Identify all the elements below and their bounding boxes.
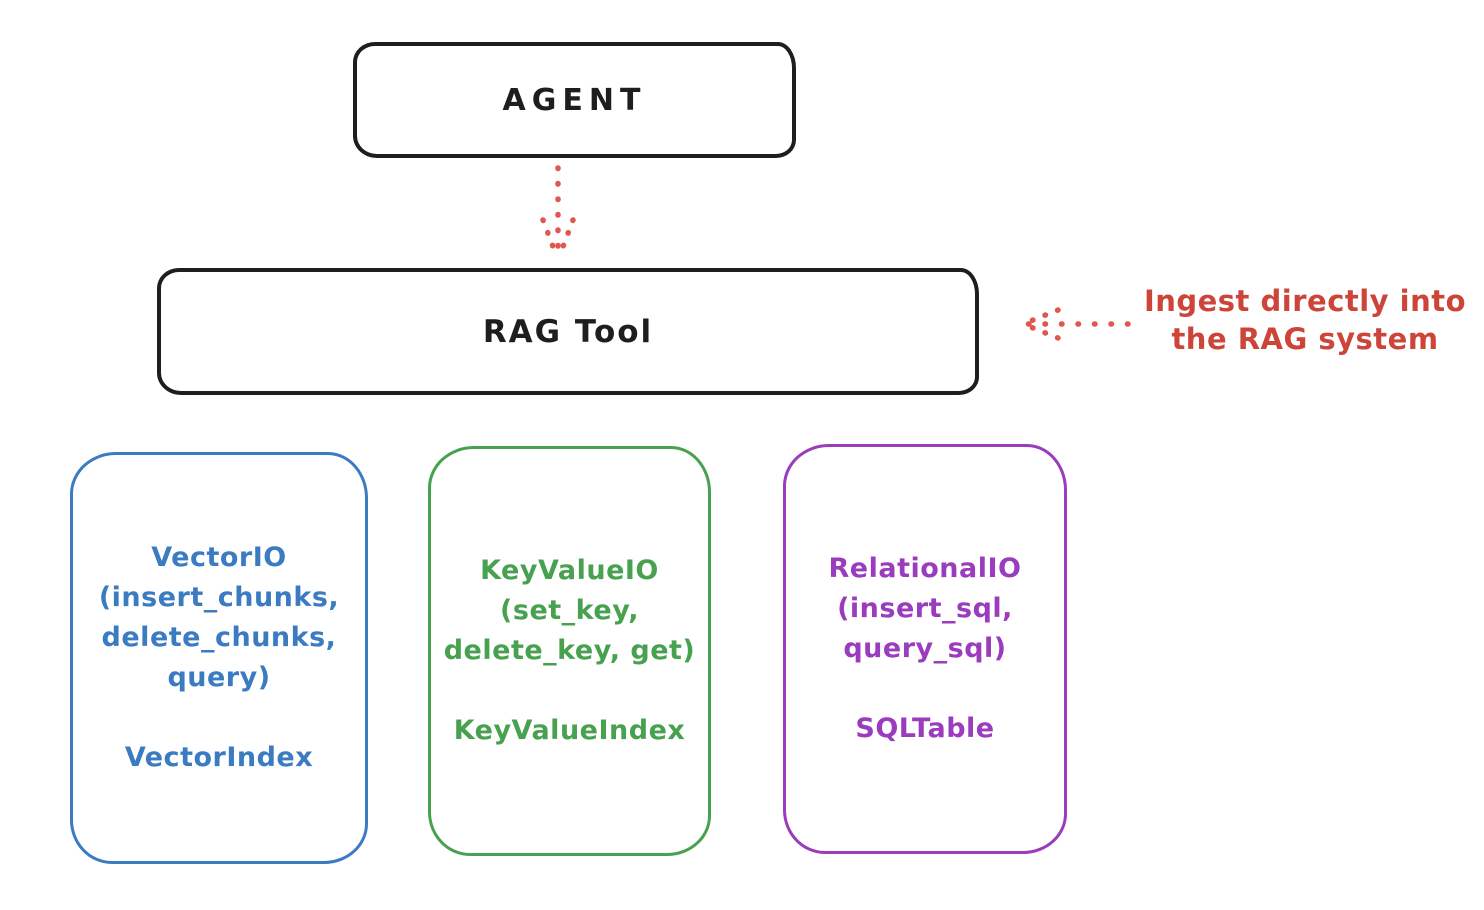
agent-label: AGENT bbox=[502, 82, 647, 118]
ingest-annotation-line1: Ingest directly into bbox=[1143, 284, 1467, 318]
vector-io-line: (insert_chunks, bbox=[98, 582, 340, 613]
ingest-annotation-line2: the RAG system bbox=[1171, 322, 1439, 356]
keyvalue-io-line: (set_key, bbox=[500, 595, 639, 626]
relational-io-box: RelationalIO (insert_sql, query_sql) SQL… bbox=[783, 444, 1067, 854]
agent-to-ragtool-arrow-icon bbox=[540, 165, 576, 259]
agent-box: AGENT bbox=[353, 42, 796, 158]
ingest-arrow-icon bbox=[1023, 307, 1131, 341]
relational-io-line: RelationalIO bbox=[828, 553, 1022, 584]
ingest-annotation: Ingest directly into the RAG system bbox=[1140, 282, 1470, 358]
sqltable-label: SQLTable bbox=[855, 713, 995, 744]
vector-io-line: query) bbox=[167, 662, 271, 693]
relational-io-line: query_sql) bbox=[843, 633, 1007, 664]
keyvalue-io-box: KeyValueIO (set_key, delete_key, get) Ke… bbox=[428, 446, 711, 856]
rag-tool-box: RAG Tool bbox=[157, 268, 979, 395]
vector-index-label: VectorIndex bbox=[124, 742, 314, 773]
relational-io-line: (insert_sql, bbox=[837, 593, 1013, 624]
vector-io-line: delete_chunks, bbox=[101, 622, 337, 653]
rag-tool-label: RAG Tool bbox=[482, 313, 654, 350]
vector-io-box: VectorIO (insert_chunks, delete_chunks, … bbox=[70, 452, 368, 864]
vector-io-line: VectorIO bbox=[151, 542, 287, 573]
keyvalue-io-line: delete_key, get) bbox=[443, 635, 696, 666]
keyvalue-index-label: KeyValueIndex bbox=[453, 715, 686, 746]
keyvalue-io-line: KeyValueIO bbox=[480, 555, 659, 586]
